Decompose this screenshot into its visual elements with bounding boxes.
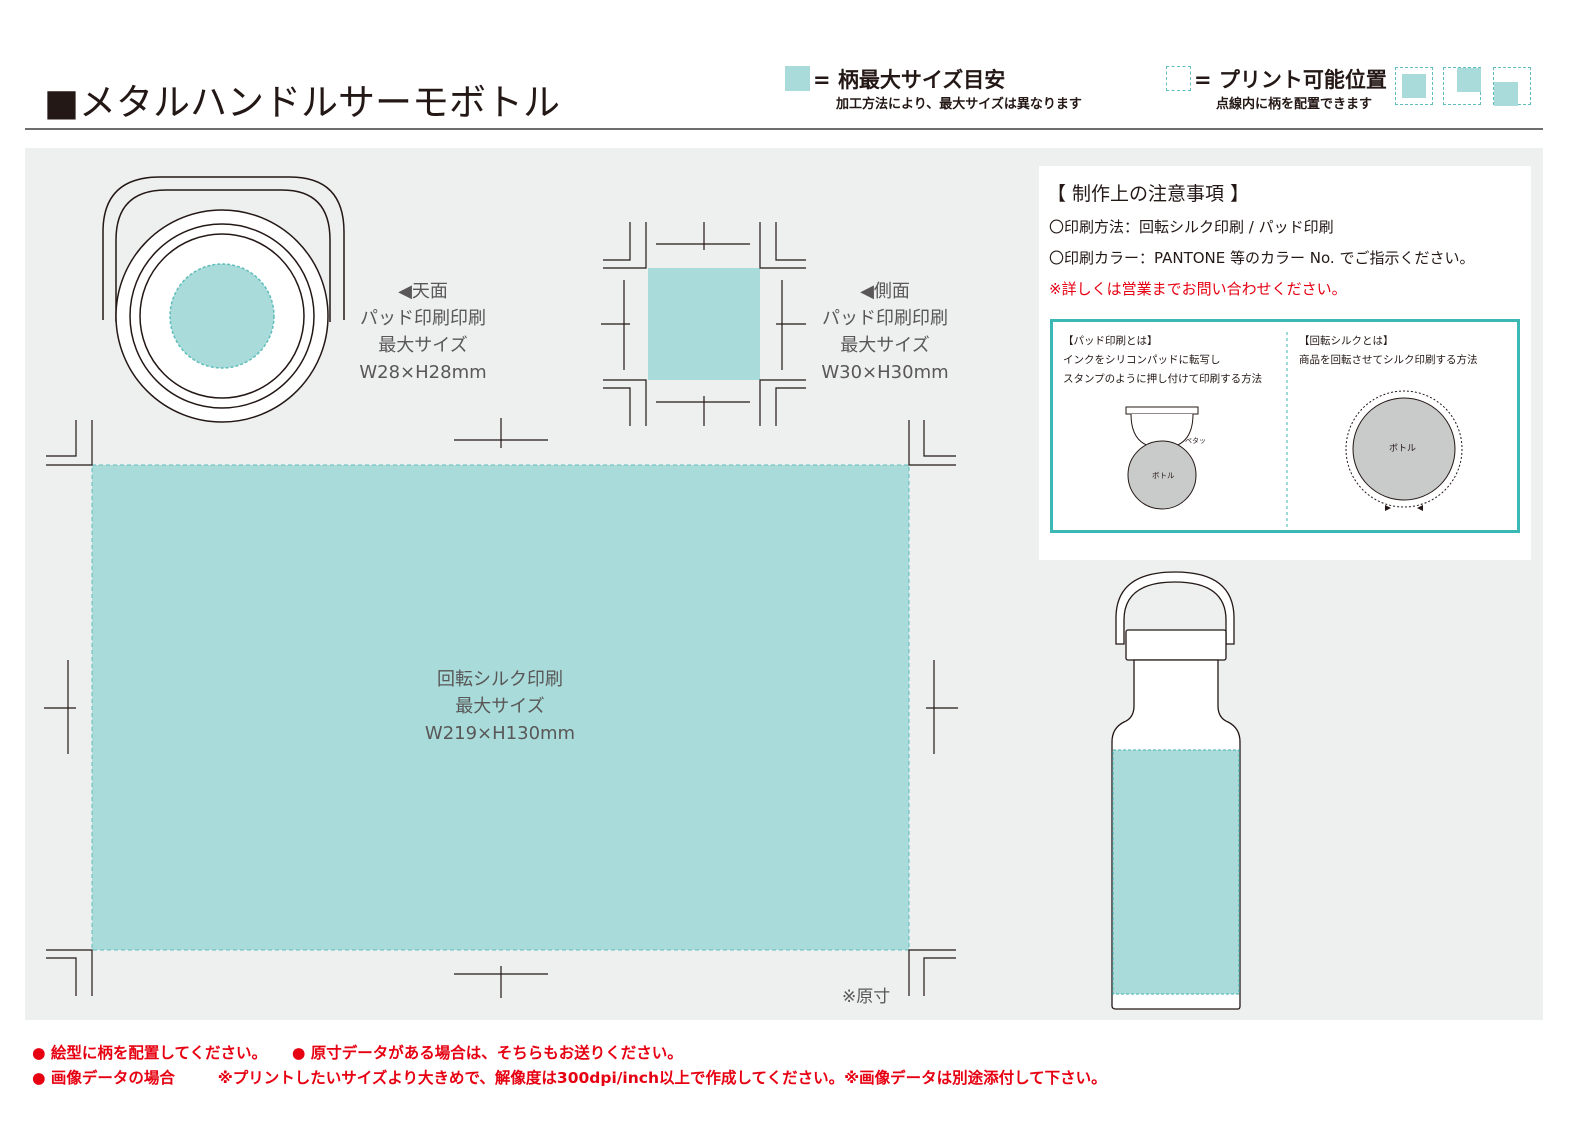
side-area-heading: ◀側面 — [860, 281, 910, 302]
pad-title: 【パッド印刷とは】 — [1063, 335, 1158, 347]
actual-size-note: ※原寸 — [842, 987, 891, 1007]
side-area-label: ◀側面 パッド印刷印刷 最大サイズ W30×H30mm — [810, 278, 960, 386]
top-area-max-label: 最大サイズ — [378, 335, 468, 356]
footer-place-design: ● 絵型に柄を配置してください。 — [32, 1044, 267, 1062]
main-area-label: 回転シルク印刷 最大サイズ W219×H130mm — [400, 666, 600, 747]
page-title: ■メタルハンドルサーモボトル — [44, 81, 560, 124]
explainer-diagram — [1125, 332, 1463, 527]
footer-image-data: ● 画像データの場合 — [32, 1069, 175, 1087]
legend-dashed-title: = プリント可能位置 — [1194, 68, 1387, 92]
silk-bottle-label: ボトル — [1389, 444, 1417, 454]
placement-example-top-right — [1443, 67, 1481, 105]
silk-title: 【回転シルクとは】 — [1299, 335, 1394, 347]
print-method-explainer: 【パッド印刷とは】 インクをシリコンパッドに転写し スタンプのように押し付けて印… — [1050, 319, 1520, 533]
main-area-size: W219×H130mm — [424, 723, 576, 744]
side-area-method: パッド印刷印刷 — [822, 308, 948, 329]
top-area-label: ◀天面 パッド印刷印刷 最大サイズ W28×H28mm — [348, 278, 498, 386]
production-notes: 【 制作上の注意事項 】 〇印刷方法：回転シルク印刷 / パッド印刷 〇印刷カラ… — [1039, 166, 1531, 560]
top-area-size: W28×H28mm — [359, 362, 487, 383]
pad-bottle-label: ボトル — [1152, 471, 1175, 480]
side-view-drawing — [601, 222, 806, 426]
legend-dashed-subtitle: 点線内に柄を配置できます — [1216, 97, 1373, 112]
top-area-heading: ◀天面 — [398, 281, 448, 302]
notes-contact-warning: ※詳しくは営業までお問い合わせください。 — [1049, 280, 1347, 298]
main-area-max-label: 最大サイズ — [455, 696, 545, 717]
placement-example-bottom-right — [1493, 67, 1531, 106]
top-area-method: パッド印刷印刷 — [360, 308, 486, 329]
footer-actual-size-data: ● 原寸データがある場合は、そちらもお送りください。 — [291, 1044, 683, 1062]
side-area-size: W30×H30mm — [821, 362, 949, 383]
side-area-max-label: 最大サイズ — [840, 335, 930, 356]
pad-desc-2: スタンプのように押し付けて印刷する方法 — [1063, 373, 1263, 385]
pad-stamp-label: ペタッ — [1185, 437, 1206, 445]
legend-solid-swatch — [785, 66, 810, 91]
legend-solid-subtitle: 加工方法により、最大サイズは異なります — [836, 97, 1082, 112]
notes-print-method: 〇印刷方法：回転シルク印刷 / パッド印刷 — [1049, 218, 1334, 236]
legend-dashed-swatch — [1166, 66, 1191, 91]
pad-desc-1: インクをシリコンパッドに転写し — [1063, 354, 1221, 366]
footer-resolution-note: ※プリントしたいサイズより大きめで、解像度は300dpi/inch以上で作成して… — [217, 1069, 1107, 1087]
footer-line-1: ● 絵型に柄を配置してください。 ● 原寸データがある場合は、そちらもお送りくだ… — [32, 1041, 683, 1063]
notes-heading: 【 制作上の注意事項 】 — [1047, 183, 1250, 205]
main-area-method: 回転シルク印刷 — [437, 669, 563, 690]
top-view-drawing — [102, 176, 345, 423]
notes-print-color: 〇印刷カラー：PANTONE 等のカラー No. でご指示ください。 — [1049, 249, 1475, 267]
legend-solid-title: = 柄最大サイズ目安 — [813, 68, 1006, 92]
silk-desc: 商品を回転させてシルク印刷する方法 — [1299, 354, 1478, 366]
main-print-area-drawing — [44, 418, 958, 998]
placement-example-center — [1395, 67, 1433, 105]
header-divider — [25, 128, 1543, 130]
footer-line-2: ● 画像データの場合 ※プリントしたいサイズより大きめで、解像度は300dpi/… — [32, 1066, 1107, 1088]
bottle-illustration — [1111, 571, 1241, 1010]
